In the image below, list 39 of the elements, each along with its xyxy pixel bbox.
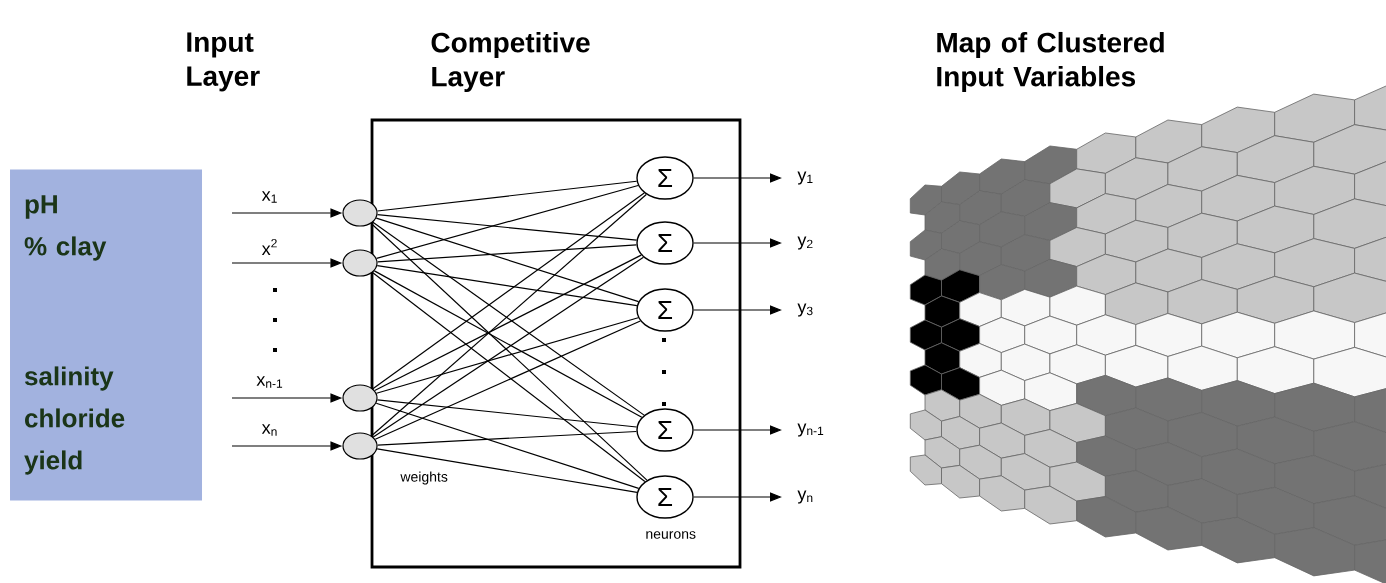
connection-line [376, 430, 637, 446]
connection-line [375, 317, 639, 394]
caption-text: weights [400, 471, 448, 485]
input-node [342, 199, 378, 227]
connection-line [376, 448, 638, 493]
edge-label: y$_{1}$ [795, 169, 817, 187]
connection-line [376, 399, 638, 428]
connection-line [375, 184, 639, 259]
edge-label: x$_{n-1}$ [254, 374, 286, 390]
input-node [342, 249, 378, 277]
connection-line [372, 192, 645, 390]
connection-line [376, 214, 638, 241]
edge-label: y$_{2}$ [795, 234, 817, 252]
caption-text: neurons [646, 531, 696, 539]
connection-line [376, 265, 638, 307]
connection-line [375, 217, 640, 303]
edge-label: y$_{n}$ [795, 488, 817, 506]
heading: Map of Clustered Input Variables [937, 31, 1164, 93]
input-node [342, 384, 378, 412]
edge-label: x$^{2}$ [259, 237, 281, 257]
heading: Input Layer [187, 32, 260, 92]
connection-line [374, 254, 642, 392]
input-node [342, 432, 378, 460]
variable-list-box: pH % clay salinity chloride yield [10, 169, 202, 501]
connection-line [371, 271, 646, 483]
connection-line [374, 320, 641, 440]
node-label: Competitive Layer [431, 31, 590, 93]
edge-label: y$_{3}$ [795, 301, 817, 319]
connection-line [371, 193, 647, 437]
connection-line [376, 244, 637, 263]
connection-line [376, 180, 638, 212]
connection-line [372, 221, 645, 416]
edge-label: y$_{n-1}$ [795, 421, 827, 439]
edge-label: x$_{1}$ [259, 189, 281, 205]
connection-line [375, 402, 640, 490]
edge-label: x$_{n}$ [259, 422, 281, 438]
connection-line [370, 222, 648, 481]
connection-line [372, 256, 645, 438]
connection-line [373, 270, 643, 418]
